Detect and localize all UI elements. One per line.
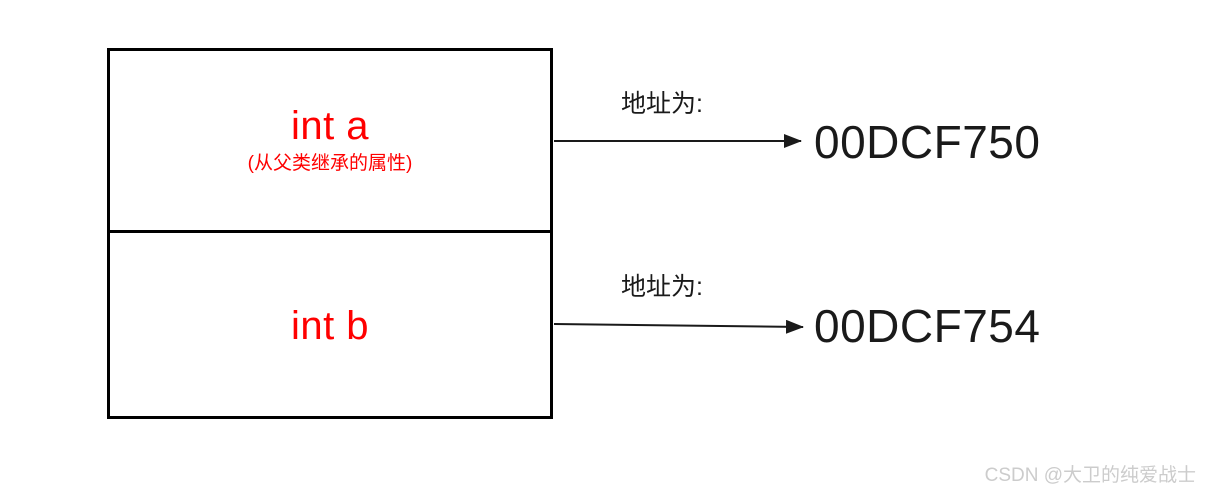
member-variable-b-label: int b bbox=[290, 304, 370, 348]
address-label-1: 地址为: bbox=[621, 90, 703, 118]
watermark: CSDN @大卫的纯爱战士 bbox=[984, 465, 1196, 486]
member-variable-a-note: (从父类继承的属性) bbox=[247, 153, 413, 175]
address-value-1: 00DCF750 bbox=[814, 116, 1041, 168]
memory-cell-b: int b bbox=[110, 233, 550, 419]
memory-cell-a: int a (从父类继承的属性) bbox=[110, 51, 550, 233]
arrow-to-address-2 bbox=[553, 319, 804, 334]
memory-block: int a (从父类继承的属性) int b bbox=[107, 48, 553, 419]
address-value-2: 00DCF754 bbox=[814, 300, 1041, 352]
member-variable-a-label: int a bbox=[290, 104, 370, 149]
address-label-2: 地址为: bbox=[621, 273, 703, 301]
